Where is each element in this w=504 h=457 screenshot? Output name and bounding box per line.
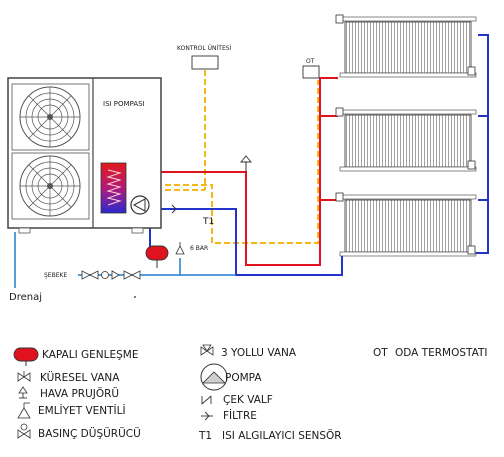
mains-valves <box>81 270 141 280</box>
pressure-reducer-icon <box>17 423 31 439</box>
control-unit: KONTROL ÜNİTESİ <box>177 45 232 70</box>
mains-label: ŞEBEKE <box>44 272 67 279</box>
legend: KAPALI GENLEŞME KÜRESEL VANA HAVA PRUJÖR… <box>13 344 488 442</box>
buffer-tank <box>100 162 127 214</box>
three-way-valve-icon <box>200 344 214 356</box>
air-vent-icon <box>18 386 28 399</box>
air-vent-icon <box>240 155 252 172</box>
supply-pipe <box>130 77 338 266</box>
pipe-network <box>14 34 489 288</box>
filter-icon <box>171 204 177 214</box>
legend-check-valve-label: ÇEK VALF <box>223 394 273 406</box>
legend-sensor-abbr: T1 <box>198 430 212 442</box>
radiator <box>335 107 477 172</box>
heat-pump-unit: ISI POMPASI <box>7 77 162 234</box>
legend-ball-valve: KÜRESEL VANA <box>17 371 120 384</box>
pump-icon <box>130 195 150 215</box>
legend-check-valve: ÇEK VALF <box>201 394 273 406</box>
legend-safety-valve: EMLİYET VENTİLİ <box>17 402 126 419</box>
legend-air-vent-label: HAVA PRUJÖRÜ <box>40 387 119 400</box>
expansion-tank-icon <box>145 245 169 268</box>
sensor-label: T1 <box>202 217 214 227</box>
ball-valve-icon <box>17 371 31 382</box>
legend-safety-valve-label: EMLİYET VENTİLİ <box>38 404 126 417</box>
legend-filter-label: FİLTRE <box>223 409 257 422</box>
radiator <box>335 192 477 257</box>
legend-ball-valve-label: KÜRESEL VANA <box>40 371 120 384</box>
pressure-reducer-icon <box>101 271 109 279</box>
legend-expansion-tank-label: KAPALI GENLEŞME <box>42 349 138 361</box>
unit-feet <box>18 227 144 234</box>
legend-sensor: T1 ISI ALGILAYICI SENSÖR <box>198 429 342 442</box>
legend-three-way-valve-label: 3 YOLLU VANA <box>221 347 297 359</box>
drain-point <box>134 296 136 298</box>
thermostat-label: OT <box>306 58 315 65</box>
pressure-label: 6 BAR <box>190 245 208 252</box>
ball-valve-icon <box>123 270 141 280</box>
fan-icon <box>11 83 90 151</box>
radiator <box>335 14 477 78</box>
legend-sensor-label: ISI ALGILAYICI SENSÖR <box>222 429 342 442</box>
pump-icon <box>200 363 228 391</box>
drain-label: Drenaj <box>9 292 42 303</box>
safety-valve-icon <box>17 402 31 419</box>
mains-pipe <box>14 232 236 288</box>
room-thermostat: OT <box>302 58 320 79</box>
filter-icon <box>201 411 213 421</box>
legend-thermostat-abbr: OT <box>373 347 388 359</box>
check-valve-icon <box>111 270 120 280</box>
legend-three-way-valve: 3 YOLLU VANA <box>200 344 297 359</box>
control-unit-label: KONTROL ÜNİTESİ <box>177 45 232 52</box>
legend-pump: POMPA <box>200 363 262 391</box>
legend-pump-label: POMPA <box>225 372 262 384</box>
legend-pressure-reducer-label: BASINÇ DÜŞÜRÜCÜ <box>38 427 141 440</box>
legend-thermostat-label: ODA TERMOSTATI <box>395 347 488 359</box>
legend-pressure-reducer: BASINÇ DÜŞÜRÜCÜ <box>17 423 141 440</box>
check-valve-icon <box>201 395 212 405</box>
ball-valve-icon <box>81 270 99 280</box>
legend-air-vent: HAVA PRUJÖRÜ <box>18 386 119 400</box>
legend-thermostat: OT ODA TERMOSTATI <box>373 347 488 359</box>
heat-pump-label: ISI POMPASI <box>103 100 145 108</box>
control-wiring <box>165 70 319 244</box>
legend-filter: FİLTRE <box>201 409 257 422</box>
legend-expansion-tank: KAPALI GENLEŞME <box>13 347 138 366</box>
safety-valve-icon <box>175 242 185 255</box>
fan-icon <box>11 152 90 220</box>
